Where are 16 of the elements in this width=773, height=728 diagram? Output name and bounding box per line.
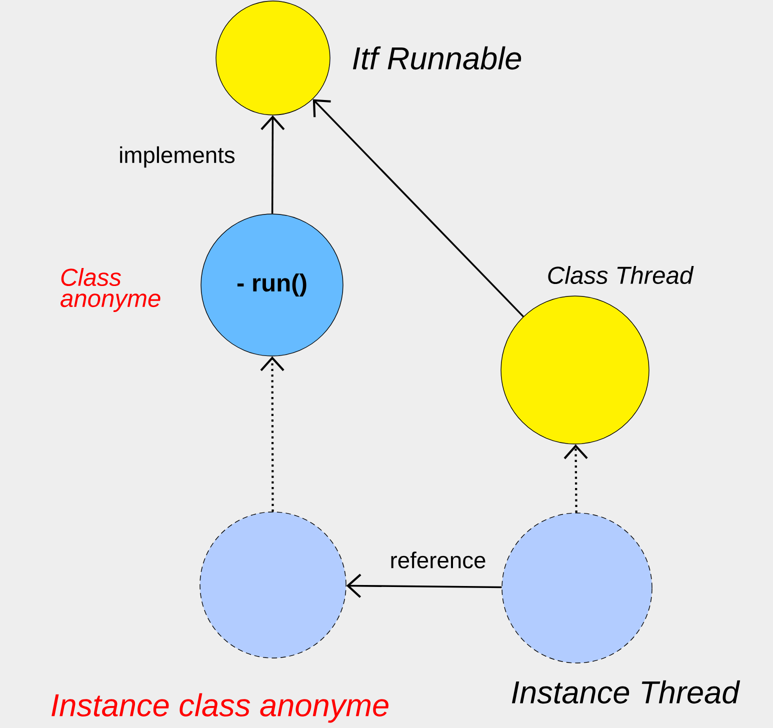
node-label: Class Thread (548, 266, 694, 284)
edge-label: implements (116, 144, 238, 170)
arrow (346, 574, 502, 598)
node-label: Instance class anonyme (52, 693, 388, 723)
node-label: Class anonyme (60, 268, 160, 312)
circle (200, 512, 346, 658)
circle (502, 512, 652, 664)
arrow (312, 99, 524, 318)
arrow (564, 444, 588, 513)
edge-label: reference (388, 550, 488, 570)
node-label: Instance Thread (512, 680, 740, 704)
node-label: Itf Runnable (352, 46, 522, 70)
circle (500, 296, 650, 444)
arrow (260, 356, 284, 512)
circle (216, 0, 330, 116)
arrow (260, 115, 285, 214)
